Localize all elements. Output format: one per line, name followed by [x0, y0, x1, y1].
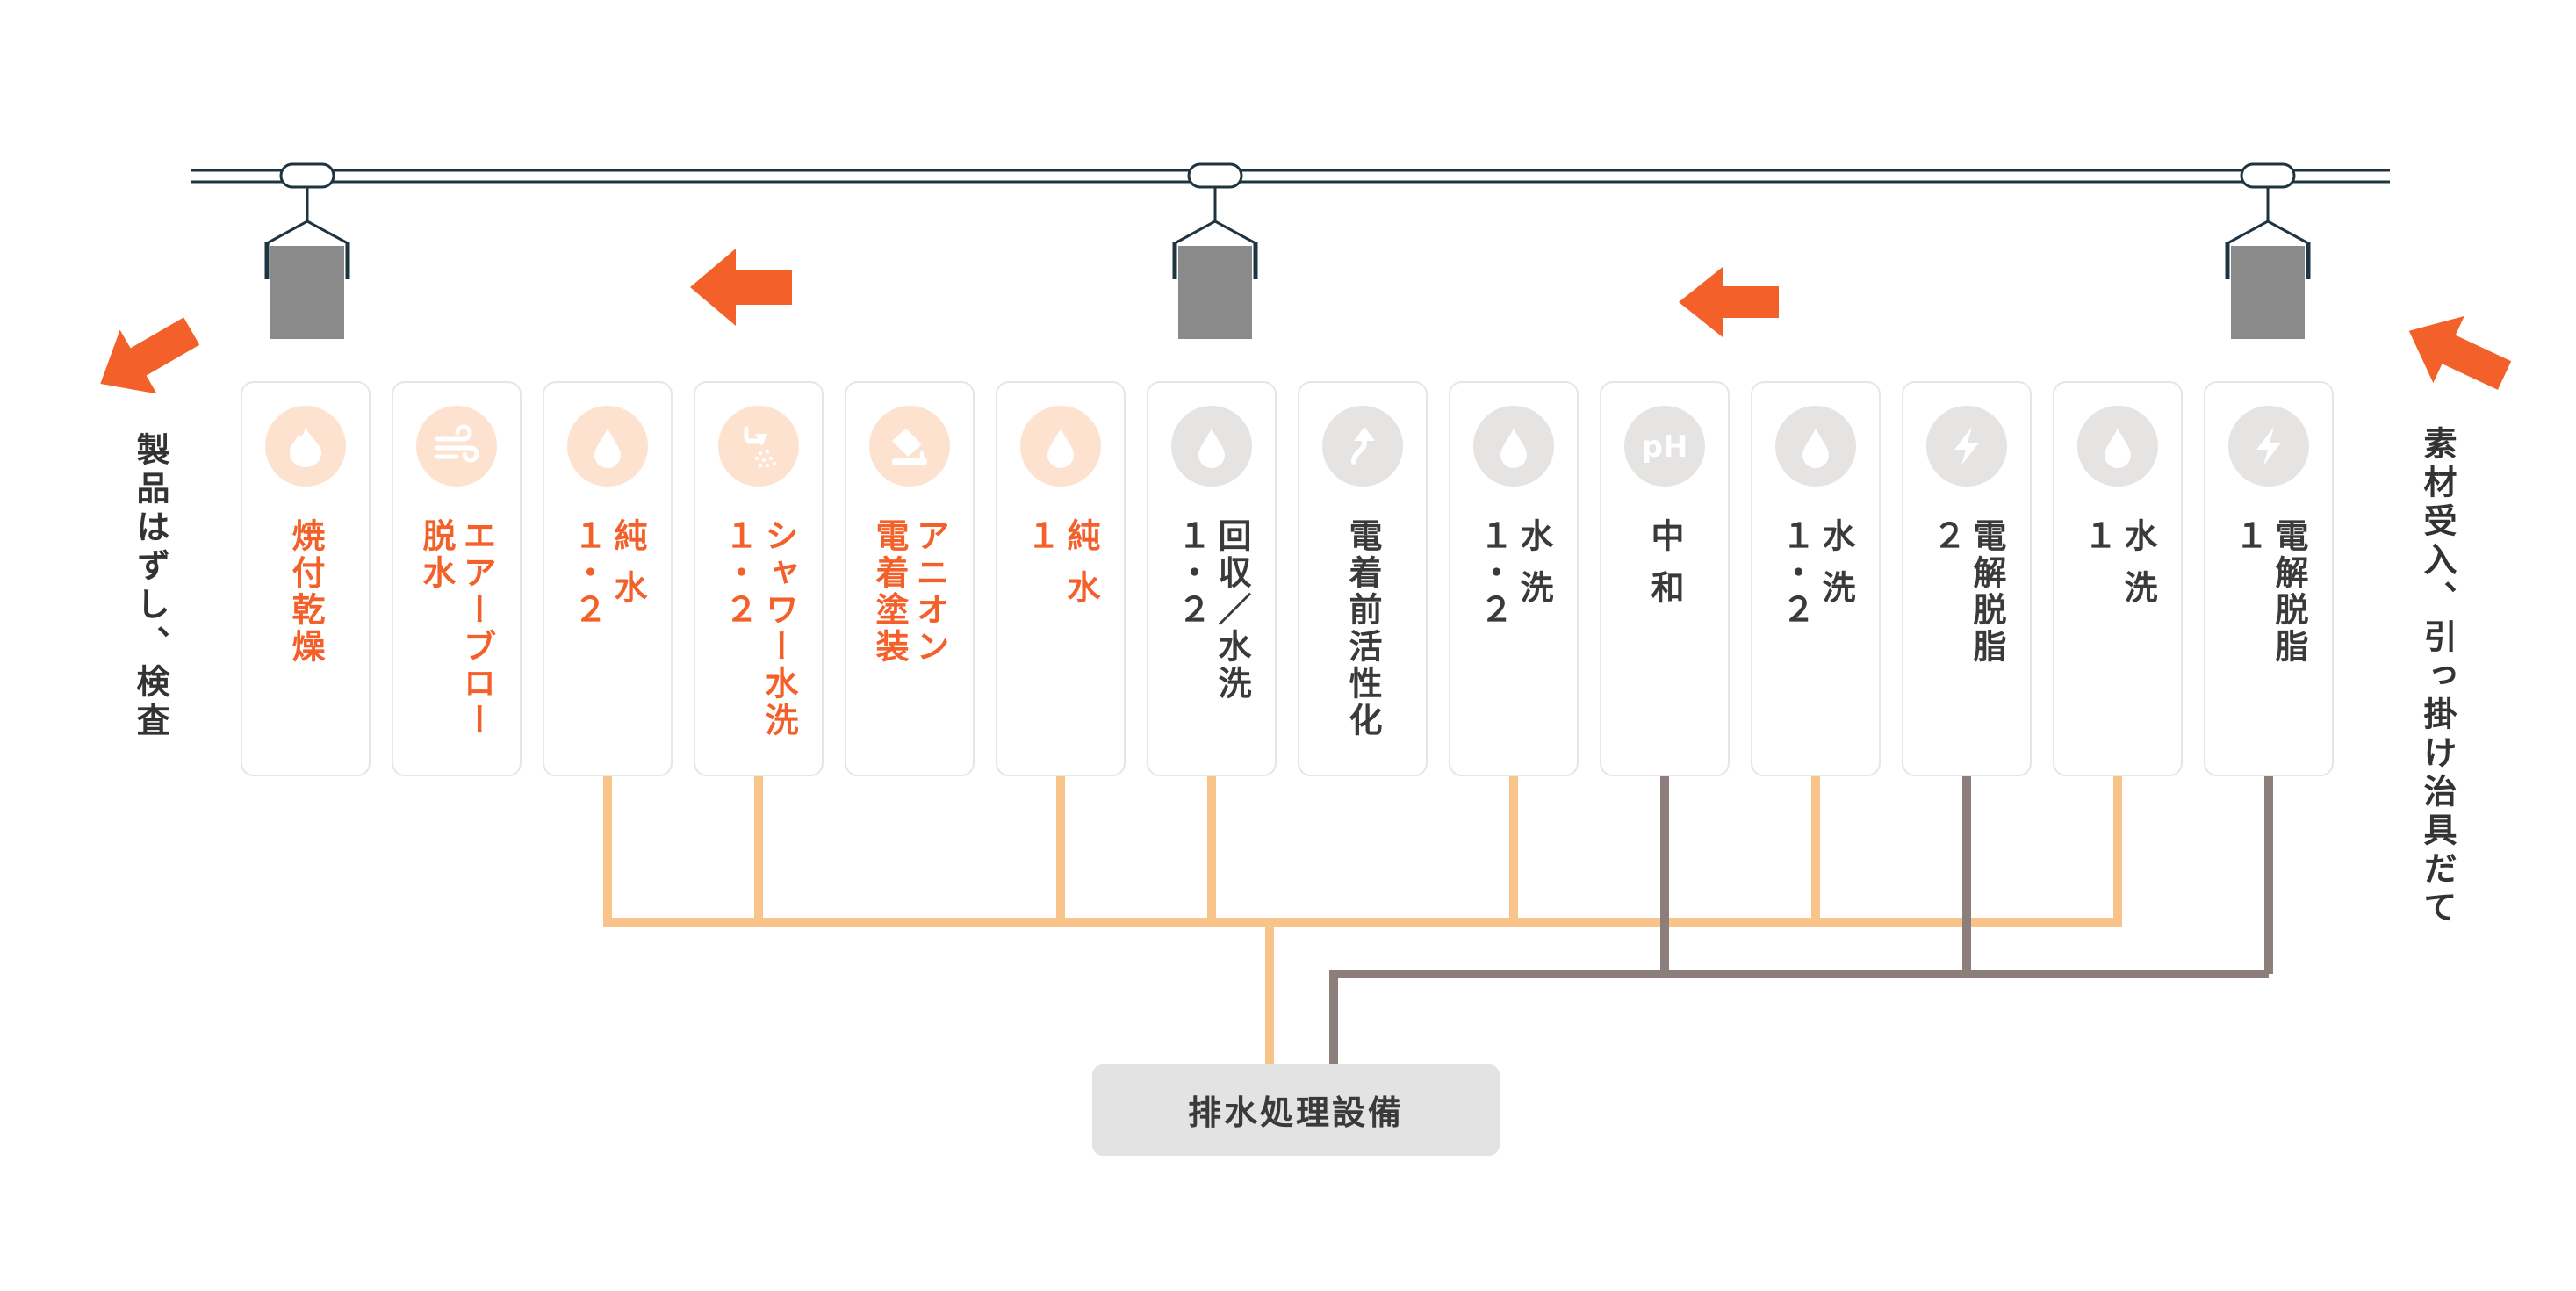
lightning-icon: [2228, 406, 2309, 487]
station-label-line: 水 洗: [1817, 518, 1855, 607]
entry-label-group: 素材受入、引っ掛け治具だて: [2418, 426, 2457, 928]
station-label-line: ２: [1927, 518, 1966, 555]
station-card: [241, 381, 371, 776]
station-kaishu: 回収／水洗１・２: [1147, 381, 1277, 776]
wind-icon: [416, 406, 497, 487]
station-label-line: １: [2229, 518, 2268, 555]
station-label-line: 電解脱脂: [2270, 518, 2308, 666]
hanger-left: [264, 162, 350, 339]
drop-icon: [567, 406, 648, 487]
station-label-line: 回収／水洗: [1212, 518, 1251, 703]
station-card: [694, 381, 824, 776]
station-card: [1600, 381, 1730, 776]
station-label-line: １・２: [1776, 518, 1815, 629]
station-card: [1298, 381, 1428, 776]
flow-arrow-left-1: [690, 249, 792, 326]
flame-icon: [265, 406, 346, 487]
shower-icon: [718, 406, 799, 487]
station-label-line: 水 洗: [2119, 518, 2157, 607]
station-yakitsuke: 焼付乾燥: [241, 381, 371, 776]
flow-arrow-entry: [2408, 315, 2512, 390]
paint-bucket-icon: [869, 406, 950, 487]
station-label-line: １・２: [568, 518, 607, 629]
drop-icon: [1171, 406, 1252, 487]
station-label-line: 電着前活性化: [1343, 518, 1382, 739]
station-card: [1449, 381, 1579, 776]
station-label-line: 水 洗: [1515, 518, 1553, 607]
station-label-line: アニオン: [910, 518, 949, 666]
overhead-rail: [191, 169, 2390, 184]
station-suisen-12a: 水 洗１・２: [1449, 381, 1579, 776]
station-label-line: 脱水: [417, 518, 456, 592]
station-label-line: １・２: [719, 518, 758, 629]
station-card: [1147, 381, 1277, 776]
station-card: [996, 381, 1126, 776]
station-label-line: エアーブロー: [457, 518, 496, 739]
station-label-line: 純 水: [608, 518, 647, 607]
station-label-line: １・２: [1474, 518, 1513, 629]
station-card: [1902, 381, 2032, 776]
station-label-line: １: [2078, 518, 2117, 555]
station-label-line: 電着塗装: [870, 518, 909, 666]
station-label-line: 焼付乾燥: [286, 518, 325, 666]
flow-arrow-exit: [100, 317, 200, 394]
station-chuwa: pH 中 和: [1600, 381, 1730, 776]
station-suisen-1: 水 洗１: [2053, 381, 2183, 776]
hanger-middle: [1172, 162, 1258, 339]
wastewater-treatment-label: 排水処理設備: [1188, 1093, 1404, 1132]
exit-label: 製品はずし、検査: [131, 432, 169, 741]
station-label-line: １: [1021, 518, 1060, 555]
station-zenkasseika: 電着前活性化: [1298, 381, 1428, 776]
station-junsui-1: 純 水１: [996, 381, 1126, 776]
station-card: [2204, 381, 2334, 776]
drop-icon: [1020, 406, 1101, 487]
drop-icon: [1775, 406, 1856, 487]
flow-arrow-left-2: [1679, 267, 1779, 337]
drain-main-dark: [1329, 970, 2269, 1064]
ph-icon: pH: [1624, 406, 1705, 487]
station-label-line: 中 和: [1645, 518, 1684, 607]
station-label-line: 純 水: [1061, 518, 1100, 607]
station-junsui-12: 純 水１・２: [543, 381, 673, 776]
station-suisen-12b: 水 洗１・２: [1751, 381, 1881, 776]
hanger-right: [2225, 162, 2311, 339]
wastewater-treatment-box: 排水処理設備: [1092, 1064, 1500, 1156]
station-card: [543, 381, 673, 776]
lightning-icon: [1926, 406, 2007, 487]
station-card: [392, 381, 522, 776]
drop-icon: [1473, 406, 1554, 487]
station-card: [2053, 381, 2183, 776]
station-label-line: シャワー水洗: [759, 518, 798, 739]
arrow-up-icon: [1322, 406, 1403, 487]
station-label-line: １・２: [1172, 518, 1211, 629]
drop-icon: [2077, 406, 2158, 487]
entry-label: 素材受入、引っ掛け治具だて: [2418, 426, 2457, 928]
drain-pipes: [603, 775, 2273, 1064]
exit-label-group: 製品はずし、検査: [131, 432, 169, 741]
station-card: [845, 381, 975, 776]
station-card: [1751, 381, 1881, 776]
station-label-line: 電解脱脂: [1968, 518, 2006, 666]
svg-text:pH: pH: [1642, 429, 1688, 465]
